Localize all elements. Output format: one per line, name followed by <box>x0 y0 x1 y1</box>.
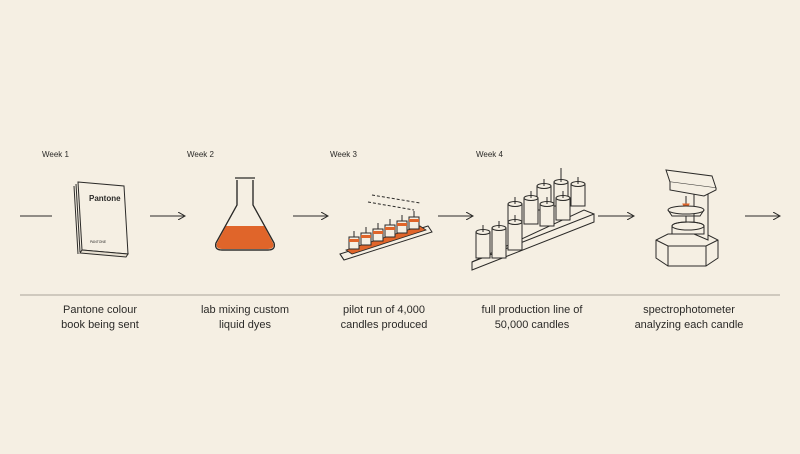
step-3-caption: pilot run of 4,000 candles produced <box>309 303 459 333</box>
step-1-caption: Pantone colour book being sent <box>25 303 175 333</box>
spectrophotometer-icon <box>655 169 719 267</box>
erlenmeyer-flask-icon <box>215 177 275 251</box>
step-3-caption-line-2: candles produced <box>340 319 428 331</box>
book-subtitle: PANTONE <box>90 240 107 244</box>
book-title: Pantone <box>89 194 121 203</box>
step-4-caption: full production line of 50,000 candles <box>457 303 607 333</box>
step-4-caption-line-2: 50,000 candles <box>494 319 570 331</box>
pilot-candle-tray-icon <box>339 194 433 261</box>
step-5-caption: spectrophotometer analyzing each candle <box>614 303 764 333</box>
step-1-caption-line-2: book being sent <box>61 319 139 331</box>
pantone-book-icon: Pantone PANTONE <box>73 181 129 258</box>
week-4-label: Week 4 <box>476 150 503 159</box>
step-1-caption-line-1: Pantone colour <box>63 304 137 316</box>
step-5-caption-line-2: analyzing each candle <box>634 319 744 331</box>
step-3-caption-line-1: pilot run of 4,000 <box>343 304 425 316</box>
step-4-caption-line-1: full production line of <box>481 304 583 316</box>
week-3-label: Week 3 <box>330 150 357 159</box>
step-2-caption: lab mixing custom liquid dyes <box>170 303 320 333</box>
step-2-caption-line-1: lab mixing custom <box>200 304 290 316</box>
step-5-caption-line-1: spectrophotometer <box>643 304 735 316</box>
candle-production-line-icon <box>471 168 595 271</box>
week-2-label: Week 2 <box>187 150 214 159</box>
week-1-label: Week 1 <box>42 150 69 159</box>
step-2-caption-line-2: liquid dyes <box>219 319 271 331</box>
